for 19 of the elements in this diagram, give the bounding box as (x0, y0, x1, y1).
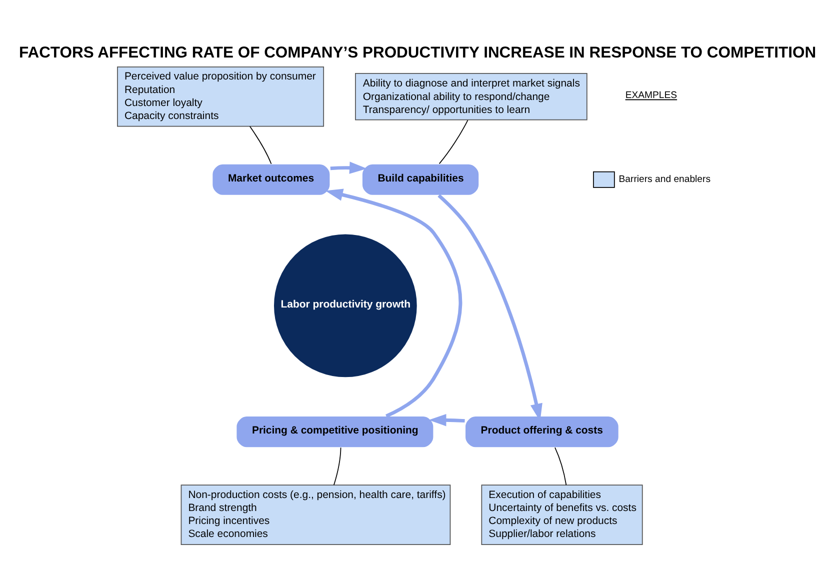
arrow (428, 414, 465, 426)
node-box: Ability to diagnose and interpret market signals Organizational ability to respond/change Transparency/ opportunities to learn (355, 73, 588, 120)
connector (554, 447, 567, 486)
node-box: Execution of capabilities Uncertainty of benefits vs. costs Complexity of new products Supplier/labor relations (481, 484, 643, 545)
connector (333, 447, 342, 486)
node-box: Product offering & costs (464, 416, 620, 448)
arrow (325, 188, 462, 418)
node-box: Non-production costs (e.g., pension, health care, tariffs) Brand strength Pricing incentives Scale economies (180, 484, 451, 545)
legend-label: Barriers and enablers (618, 174, 711, 186)
diagram-title: FACTORS AFFECTING RATE OF COMPANY’S PRODUCTIVITY INCREASE IN RESPONSE TO COMPETITION (18, 44, 816, 62)
connector (438, 120, 468, 164)
node-circle: Labor productivity growth (271, 232, 420, 380)
label: EXAMPLES (625, 90, 678, 102)
node-box: Pricing & competitive positioning (236, 416, 434, 448)
node-box: Market outcomes (212, 163, 331, 196)
connector (249, 126, 272, 164)
node-box: Build capabilities (362, 163, 480, 196)
arrow (330, 162, 368, 174)
node-box: Perceived value proposition by consumer Reputation Customer loyalty Capacity constraints (117, 66, 324, 127)
